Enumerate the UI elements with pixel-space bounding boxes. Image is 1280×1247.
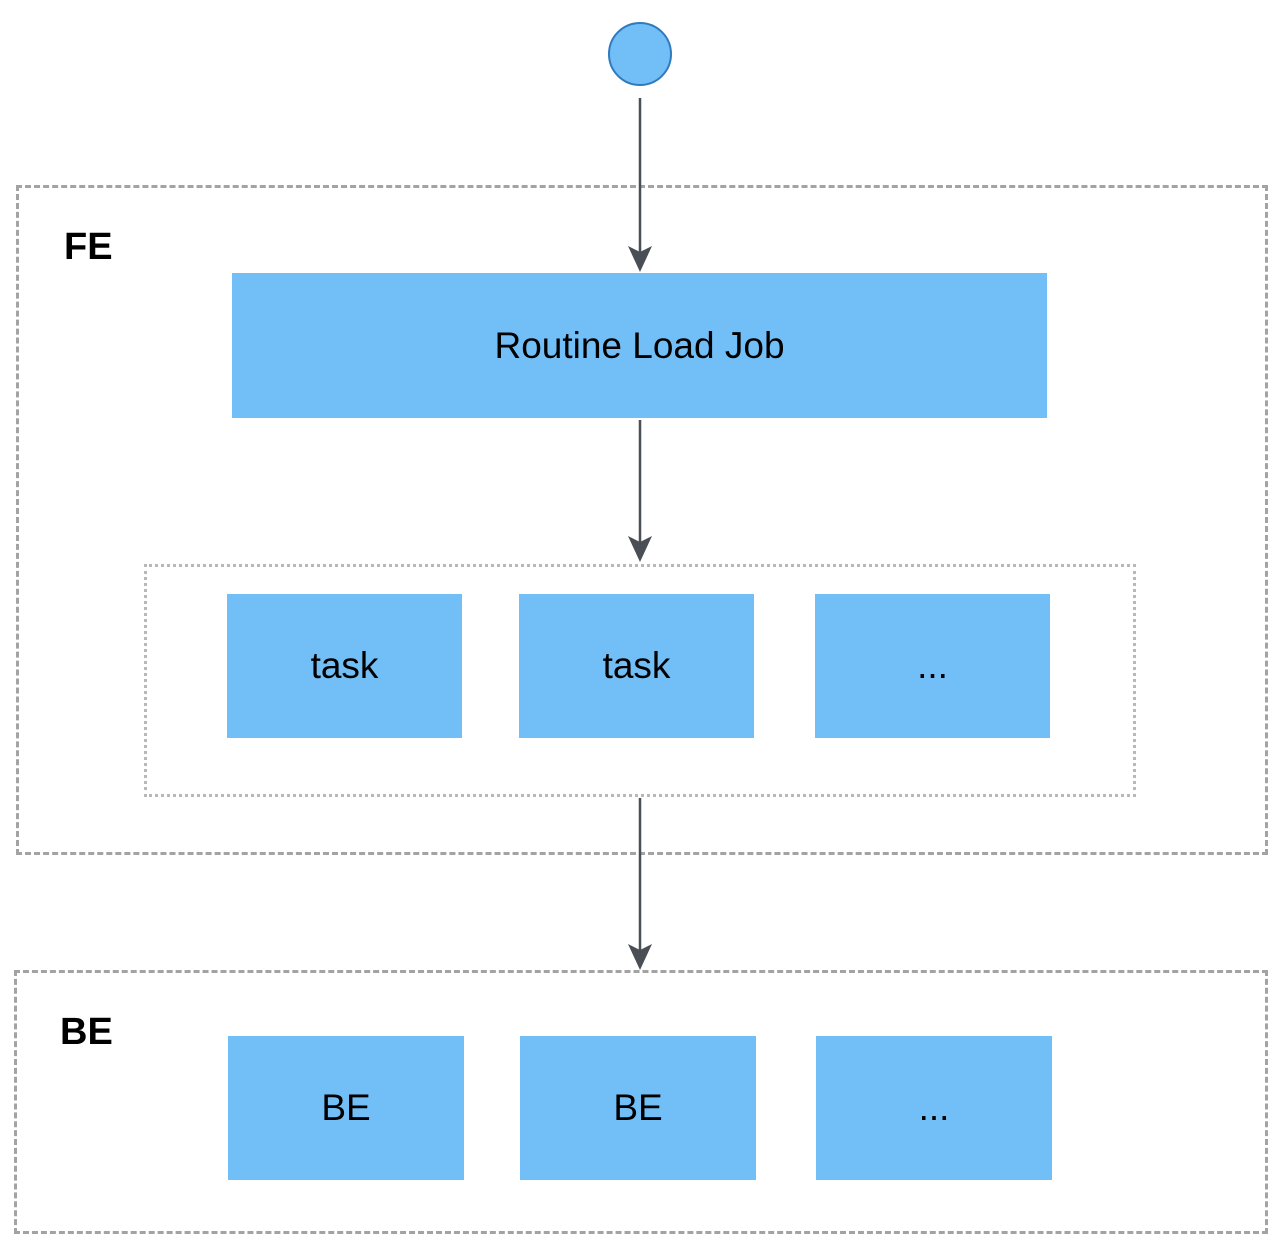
routine-load-job-label: Routine Load Job [494, 324, 785, 366]
be-node-label: ... [918, 1087, 950, 1128]
be-node-label: BE [321, 1087, 371, 1128]
be-group [14, 970, 1268, 1234]
task-node: task [227, 594, 462, 738]
be-node: BE [520, 1036, 756, 1180]
be-node: BE [228, 1036, 464, 1180]
fe-group-label: FE [64, 226, 113, 268]
routine-load-job-node: Routine Load Job [232, 273, 1047, 418]
task-node-label: ... [917, 645, 948, 686]
fe-group [16, 185, 1268, 855]
task-node: task [519, 594, 754, 738]
task-group [144, 564, 1136, 797]
task-node-more: ... [815, 594, 1050, 738]
be-group-label: BE [60, 1011, 113, 1053]
be-node-label: BE [613, 1087, 663, 1128]
be-node-more: ... [816, 1036, 1052, 1180]
task-node-label: task [310, 645, 379, 686]
start-node [608, 22, 672, 86]
task-node-label: task [602, 645, 671, 686]
